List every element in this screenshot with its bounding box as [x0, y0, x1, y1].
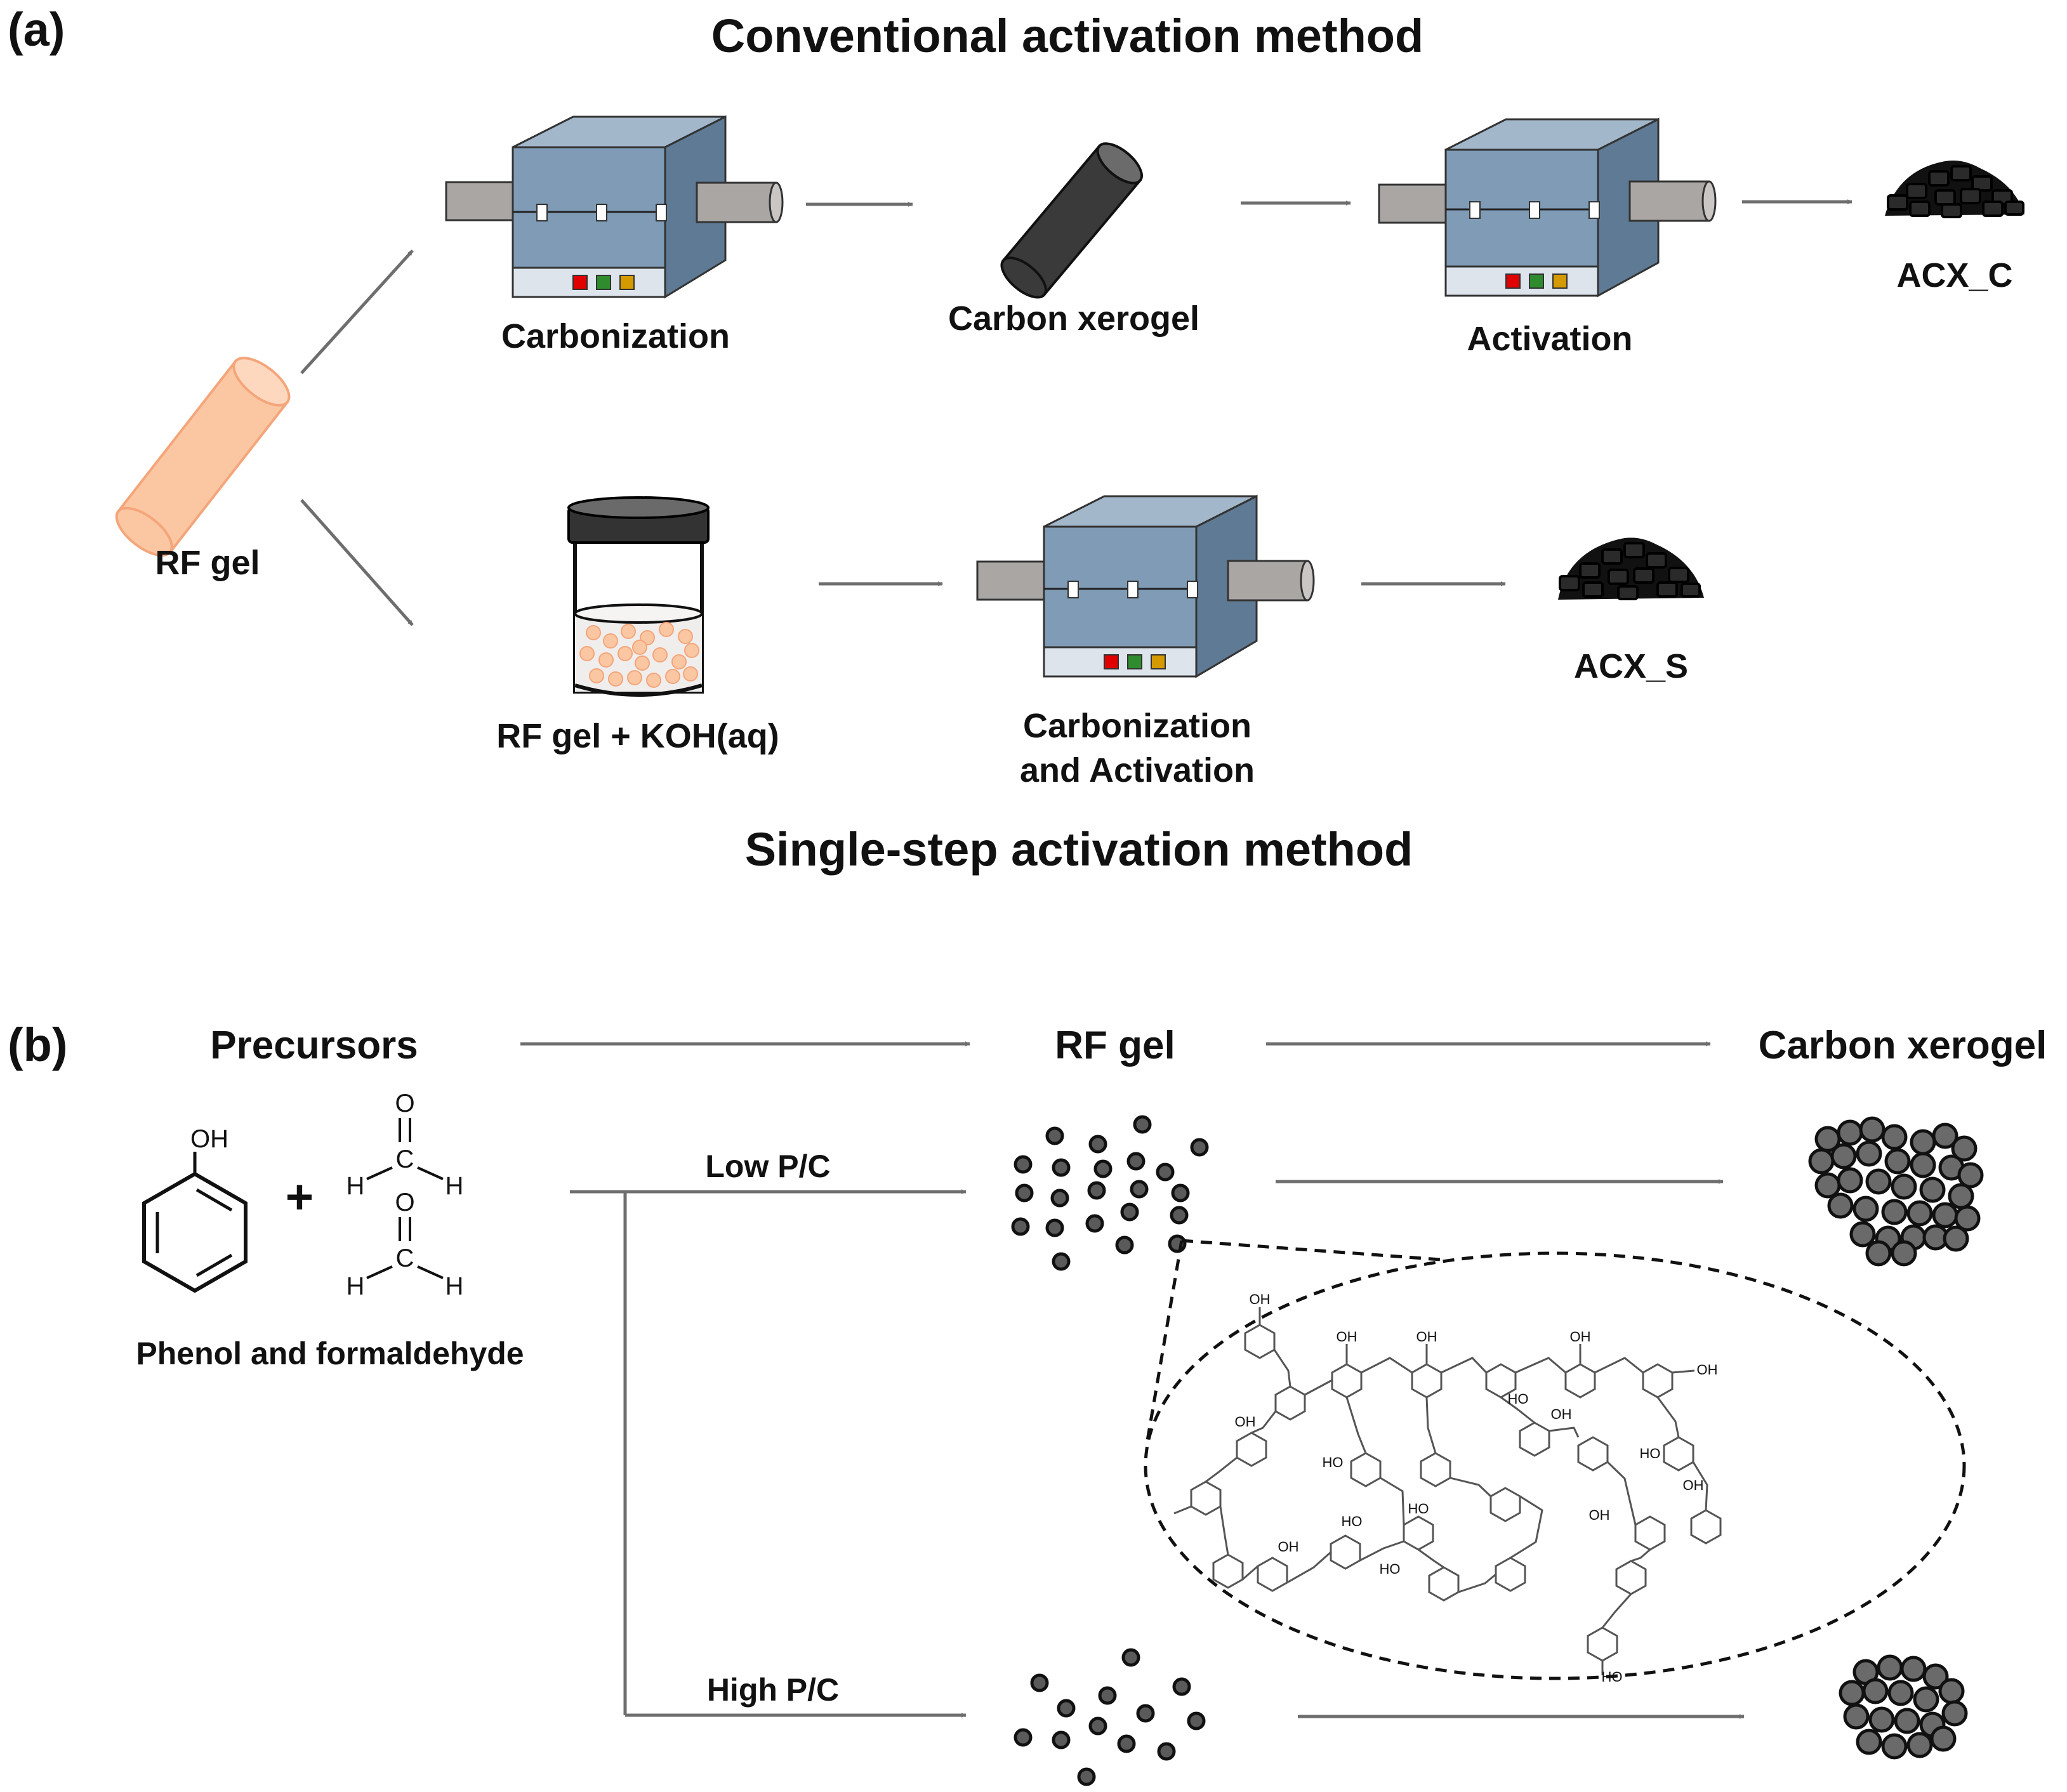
activation-furnace-icon	[1378, 117, 1717, 298]
rf-gel-cylinder-icon	[115, 357, 291, 557]
svg-text:OH: OH	[1551, 1406, 1572, 1422]
acx-s-pile-icon	[1558, 537, 1704, 600]
formaldehyde-structure-icon-2: O C H H	[347, 1189, 464, 1300]
svg-text:OH: OH	[1278, 1539, 1299, 1555]
svg-text:OH: OH	[1250, 1291, 1271, 1307]
carb-act-label-line1: Carbonization	[1023, 707, 1251, 745]
branch-arrow-up	[300, 249, 414, 374]
svg-text:OH: OH	[1337, 1329, 1357, 1345]
activation-label: Activation	[1467, 320, 1632, 358]
svg-text:H: H	[446, 1272, 464, 1300]
svg-text:OH: OH	[1683, 1477, 1704, 1493]
svg-text:HO: HO	[1380, 1561, 1401, 1577]
plus-sign: +	[286, 1170, 314, 1224]
high-pc-particles	[1014, 1648, 1206, 1786]
svg-text:HO: HO	[1508, 1391, 1529, 1407]
conventional-method-title: Conventional activation method	[711, 10, 1423, 62]
zoom-ellipse	[1144, 1251, 1966, 1680]
low-pc-xerogel-cluster-icon	[1808, 1116, 1984, 1267]
carbonization-label: Carbonization	[501, 317, 730, 355]
koh-jar-icon	[567, 496, 710, 697]
svg-text:HO: HO	[1342, 1513, 1363, 1529]
svg-text:OH: OH	[1697, 1362, 1718, 1378]
svg-text:OH: OH	[1570, 1329, 1591, 1345]
svg-text:OH: OH	[1235, 1414, 1256, 1430]
panel-b: (b) Precursors RF gel Carbon xerogel OH …	[8, 1018, 2047, 1786]
carbon-xerogel-rod-icon	[1000, 142, 1143, 299]
carbon-xerogel-label: Carbon xerogel	[948, 300, 1199, 338]
svg-text:H: H	[446, 1172, 464, 1200]
svg-text:H: H	[347, 1272, 365, 1300]
high-pc-label: High P/C	[707, 1672, 839, 1708]
panel-a-label: (a)	[8, 3, 65, 56]
zoom-line-left	[1146, 1240, 1184, 1441]
phenol-oh-label: OH	[190, 1125, 228, 1153]
rf-polymer-network-icon: OH OH OH OH OH OH HO HO OH HO OH HO OH H…	[1173, 1291, 1722, 1685]
carbonization-activation-furnace-icon	[976, 494, 1315, 678]
svg-text:HO: HO	[1408, 1501, 1429, 1517]
acx-c-label: ACX_C	[1896, 256, 2012, 294]
svg-text:C: C	[396, 1145, 414, 1173]
rf-gel-heading: RF gel	[1055, 1024, 1175, 1067]
carbon-xerogel-heading: Carbon xerogel	[1759, 1024, 2047, 1067]
acx-s-label: ACX_S	[1574, 647, 1688, 685]
svg-text:OH: OH	[1417, 1329, 1437, 1345]
formaldehyde-structure-icon-1: O C H H	[347, 1090, 464, 1200]
precursors-heading: Precursors	[210, 1024, 418, 1067]
rf-koh-label: RF gel + KOH(aq)	[496, 717, 779, 755]
phenol-structure-icon: OH	[142, 1125, 248, 1293]
acx-c-pile-icon	[1885, 160, 2024, 218]
svg-text:HO: HO	[1640, 1446, 1661, 1461]
branch-arrow-down	[300, 499, 414, 626]
svg-text:O: O	[395, 1189, 414, 1216]
low-pc-particles	[1011, 1115, 1209, 1271]
panel-b-label: (b)	[8, 1018, 68, 1071]
svg-text:C: C	[396, 1244, 414, 1272]
svg-text:HO: HO	[1323, 1454, 1344, 1470]
svg-text:OH: OH	[1589, 1507, 1610, 1523]
panel-a: (a) Conventional activation method RF ge…	[8, 3, 2024, 876]
single-step-method-title: Single-step activation method	[745, 823, 1413, 876]
carbonization-furnace-icon	[445, 115, 784, 299]
carb-act-label-line2: and Activation	[1020, 751, 1255, 789]
svg-text:HO: HO	[1602, 1669, 1623, 1685]
zoom-line-top	[1181, 1239, 1441, 1262]
rf-gel-label: RF gel	[155, 544, 260, 582]
high-pc-xerogel-cluster-icon	[1839, 1654, 1968, 1760]
phenol-formaldehyde-label: Phenol and formaldehyde	[136, 1336, 524, 1371]
svg-text:H: H	[347, 1172, 365, 1200]
svg-text:O: O	[395, 1090, 414, 1117]
low-pc-label: Low P/C	[705, 1149, 830, 1184]
